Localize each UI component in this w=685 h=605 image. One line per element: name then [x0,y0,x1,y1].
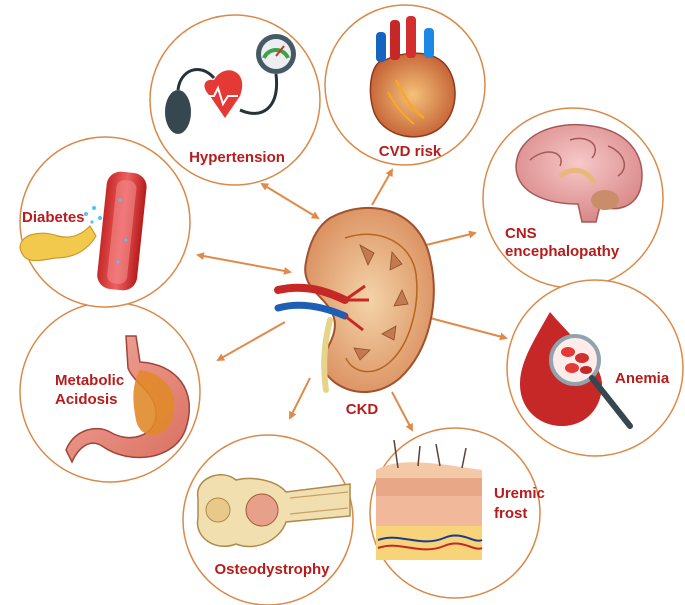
node-label: CNS [505,225,537,242]
heart-icon [369,16,456,138]
arrow-metabolic [216,321,286,361]
node-metabolic: Metabolic Acidosis [19,301,201,483]
brain-icon [515,123,643,223]
node-diabetes: Diabetes [19,136,191,308]
pancreas-vessel-icon [19,171,147,291]
node-label: Hypertension [189,149,285,166]
node-label: frost [494,505,527,522]
node-label: Uremic [494,485,545,502]
node-label: Acidosis [55,391,118,408]
node-label: CVD risk [379,143,442,160]
node-uremic: Uremic frost [369,427,545,599]
arrow-hypertension [260,182,320,220]
kidney-icon [274,206,435,394]
node-label: Metabolic [55,372,124,389]
bone-icon [196,474,351,548]
node-anemia: Anemia [506,279,684,457]
blood-drop-magnifier-icon [520,312,633,429]
node-label: Diabetes [22,209,85,226]
node-hypertension: Hypertension [149,14,321,186]
arrow-uremic [391,391,413,432]
arrow-cns [417,230,477,248]
stomach-icon [65,335,191,464]
node-cvd: CVD risk [324,4,486,166]
arrow-osteo [289,377,311,420]
arrow-anemia [429,317,508,341]
arrow-diabetes [196,252,292,275]
node-cns: CNS encephalopathy [482,107,664,289]
node-label: encephalopathy [505,243,620,260]
blood-pressure-heart-icon [165,34,296,134]
center-label: CKD [346,401,379,418]
skin-layers-icon [376,439,483,560]
arrows [196,168,508,432]
node-label: Anemia [615,370,670,387]
arrow-cvd [371,168,393,206]
node-osteo: Osteodystrophy [182,434,354,605]
node-label: Osteodystrophy [214,561,330,578]
